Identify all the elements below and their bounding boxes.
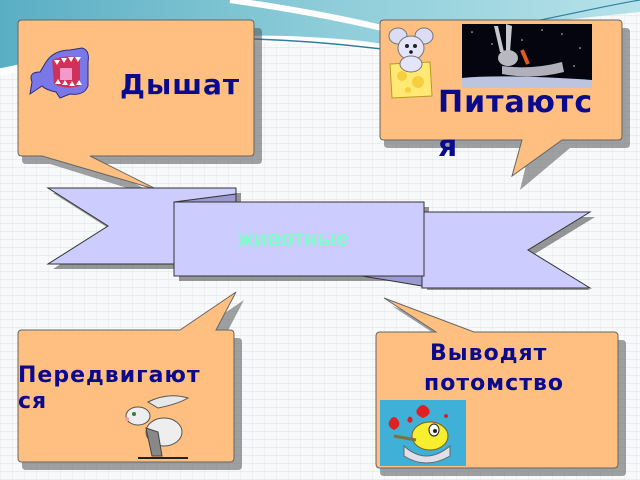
shark-icon (29, 47, 89, 99)
callout-move: Передвигают ся (14, 291, 254, 472)
callout-eat-label-line1: Питаютс (438, 85, 594, 120)
callout-move-label-line2: ся (18, 389, 48, 414)
callout-reproduce-label-line2: потомство (424, 371, 564, 396)
hatching-chick-icon (380, 400, 466, 466)
running-hare-icon (125, 395, 190, 459)
center-label: животные (238, 226, 349, 251)
callout-reproduce-label-line1: Выводят (430, 341, 548, 366)
rabbit-with-carrot-image (462, 24, 592, 88)
callout-eat-label-line2: я (438, 129, 459, 164)
mouse-on-cheese-icon (388, 27, 434, 99)
callout-eat: Питаютс я (376, 16, 636, 190)
callout-reproduce: Выводят потомство (372, 296, 636, 476)
callout-shape (17, 291, 244, 470)
center-ribbon (46, 187, 595, 290)
callout-move-label-line1: Передвигают (18, 363, 201, 388)
callout-breathe-label: Дышат (120, 68, 241, 101)
callout-breathe: Дышат (14, 16, 264, 200)
